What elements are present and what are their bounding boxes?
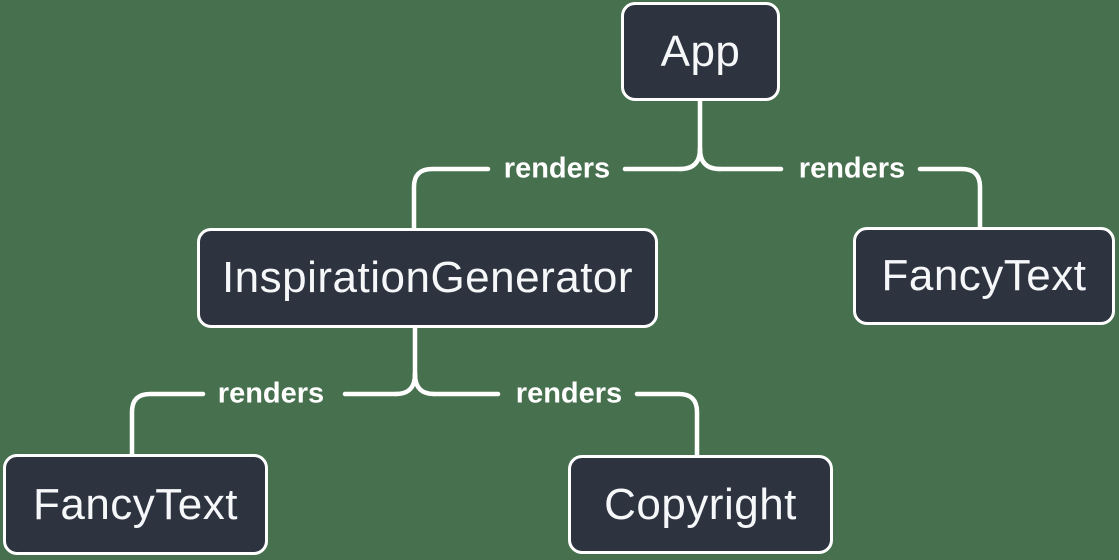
node-inspiration-generator: InspirationGenerator xyxy=(197,228,658,328)
edge-label-renders-ig-right: renders xyxy=(515,377,623,410)
node-inspiration-generator-label: InspirationGenerator xyxy=(221,253,634,302)
node-copyright: Copyright xyxy=(568,455,833,554)
node-app-label: App xyxy=(660,26,741,76)
node-fancytext-right: FancyText xyxy=(853,227,1115,325)
node-fancytext-right-label: FancyText xyxy=(881,251,1087,300)
edge-label-renders-app-left: renders xyxy=(503,152,611,185)
edge-label-renders-app-right: renders xyxy=(798,152,906,185)
node-fancytext-bottom-label: FancyText xyxy=(32,479,238,529)
node-app: App xyxy=(621,2,780,101)
node-fancytext-bottom: FancyText xyxy=(3,454,268,555)
node-copyright-label: Copyright xyxy=(604,479,797,529)
edge-label-renders-ig-left: renders xyxy=(217,377,325,410)
